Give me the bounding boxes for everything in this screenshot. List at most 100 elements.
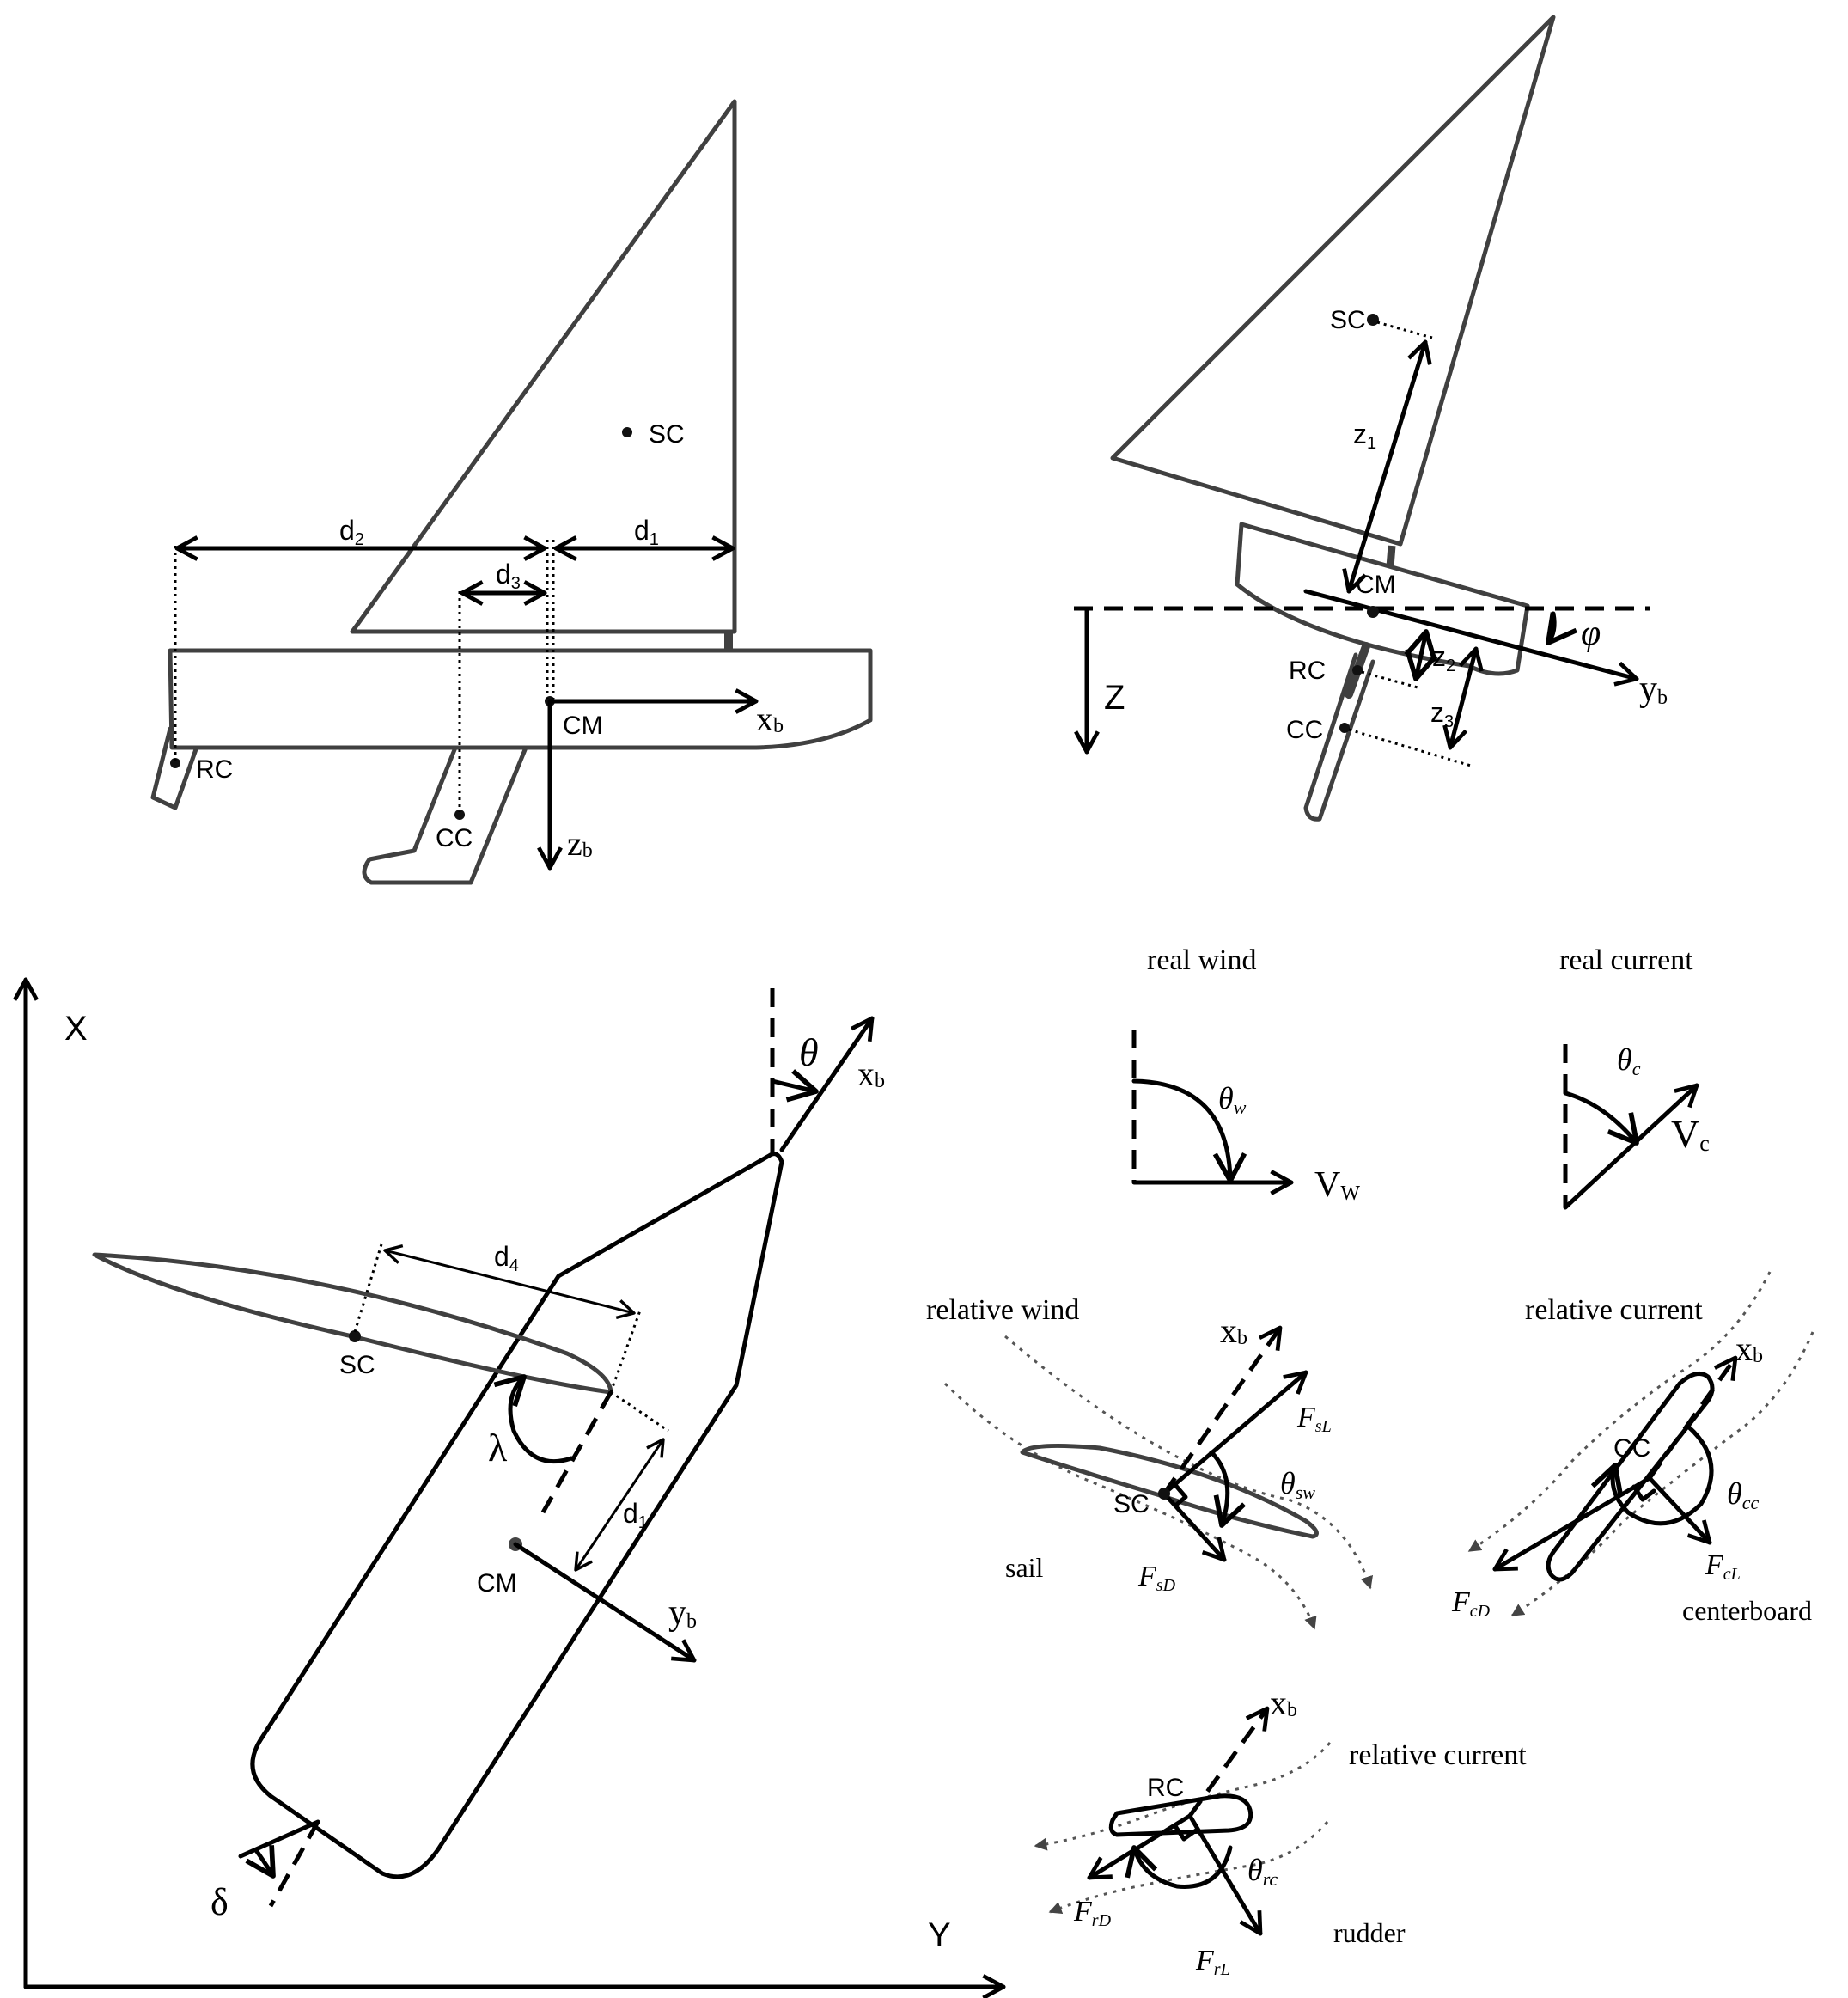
d1-label: d1 xyxy=(634,515,659,549)
rear-rc-guide xyxy=(1361,670,1418,689)
real-current-title: real current xyxy=(1559,944,1693,976)
rear-keel xyxy=(1303,652,1375,822)
rear-cm-point xyxy=(1367,606,1379,618)
frl-label: FrL xyxy=(1195,1945,1230,1979)
top-sail xyxy=(92,1252,613,1395)
phi-label: φ xyxy=(1581,614,1601,653)
top-sc-label: SC xyxy=(339,1351,375,1379)
z2-dimension xyxy=(1404,629,1438,681)
rudder-streamline-lower xyxy=(1048,1821,1329,1915)
rear-view: Z yb φ SC CM RC CC z1 z2 z3 xyxy=(1074,15,1668,822)
lambda-arc xyxy=(493,1374,574,1464)
cm-label: CM xyxy=(563,712,603,740)
cb-right-angle xyxy=(1631,1484,1656,1502)
rudder-forces-panel: relative current xb FrL FrD θrc RC rudde… xyxy=(1034,1683,1527,1979)
sail-right-angle xyxy=(1173,1482,1188,1508)
rear-hull xyxy=(1235,522,1530,676)
d4-guide-left xyxy=(353,1243,383,1333)
rudder-streamline-upper xyxy=(1034,1742,1332,1851)
rear-mast xyxy=(1386,545,1396,568)
cc-point xyxy=(454,810,465,820)
d4-guide-right xyxy=(609,1310,642,1393)
top-xb-label: xb xyxy=(857,1054,885,1093)
top-sc-point xyxy=(349,1330,361,1342)
current-angle-arc xyxy=(1563,1091,1639,1146)
centerboard-caption: centerboard xyxy=(1682,1595,1812,1626)
rc-point xyxy=(170,758,180,768)
sc-label: SC xyxy=(649,420,685,449)
sail-angle-arc xyxy=(1209,1450,1247,1528)
current-velocity-arrow xyxy=(1563,1083,1699,1210)
z3-dimension xyxy=(1442,646,1484,750)
side-hull xyxy=(168,648,873,750)
sail-sc-label: SC xyxy=(1113,1490,1150,1518)
rudder-xb-arrow xyxy=(1187,1706,1270,1818)
delta-label: δ xyxy=(210,1881,229,1923)
side-view: SC RC CC CM d2 d1 d3 xb zb xyxy=(150,99,873,885)
rear-rc-label: RC xyxy=(1289,657,1326,685)
yb-label: yb xyxy=(1639,669,1668,709)
rear-sc-guide xyxy=(1376,321,1433,339)
theta-cc-label: θcc xyxy=(1727,1476,1759,1513)
vw-label: VW xyxy=(1314,1165,1360,1205)
top-d1-label: d1 xyxy=(623,1498,648,1532)
rear-sc-point xyxy=(1367,314,1379,326)
cb-lift-arrow xyxy=(1647,1476,1712,1545)
side-sail xyxy=(350,99,737,634)
d3-label: d3 xyxy=(496,559,521,593)
top-cm-label: CM xyxy=(477,1569,517,1598)
rear-cc-guide xyxy=(1348,728,1472,767)
rudder-angle-arc xyxy=(1125,1845,1233,1889)
rear-sc-label: SC xyxy=(1330,306,1366,334)
rear-rc-point xyxy=(1352,665,1363,675)
rudder-shape xyxy=(1108,1793,1253,1837)
sail-sc-point xyxy=(1158,1488,1170,1500)
side-rudder xyxy=(150,726,198,810)
delta-arc xyxy=(245,1845,276,1879)
real-wind-title: real wind xyxy=(1147,944,1256,976)
z2-label: z2 xyxy=(1432,641,1455,675)
centerboard-title: relative current xyxy=(1525,1294,1703,1326)
real-current-panel: real current θc Vc xyxy=(1559,944,1710,1210)
rudder-line xyxy=(238,1819,320,1859)
cb-xb-label: xb xyxy=(1735,1329,1763,1368)
theta-sw-label: θsw xyxy=(1280,1466,1315,1503)
lambda-label: λ xyxy=(488,1426,508,1469)
z1-dimension xyxy=(1342,339,1432,594)
xb-label: xb xyxy=(756,700,784,738)
z3-label: z3 xyxy=(1430,697,1454,731)
current-streamline-lower xyxy=(1510,1331,1814,1617)
theta-c-label: θc xyxy=(1617,1042,1641,1079)
theta-arc xyxy=(770,1069,819,1103)
top-hull xyxy=(250,1152,784,1879)
top-yb-label: yb xyxy=(668,1593,697,1633)
fsl-label: FsL xyxy=(1296,1402,1332,1436)
y-axis-label: Y xyxy=(928,1916,951,1954)
d1-guide-top xyxy=(610,1390,669,1433)
sc-point xyxy=(622,427,632,437)
sail-drag-arrow xyxy=(1162,1491,1227,1562)
rear-cm-label: CM xyxy=(1356,571,1396,599)
xb-heading-arrow xyxy=(779,1016,875,1152)
d4-dimension xyxy=(383,1243,636,1320)
boom-extension xyxy=(540,1390,613,1514)
cc-label: CC xyxy=(436,824,473,852)
yb-axis-arrow xyxy=(1303,589,1639,687)
side-centerboard xyxy=(362,745,528,885)
top-view: X Y xb θ SC d4 λ CM yb d1 δ xyxy=(13,977,1006,1998)
rudder-rc-label: RC xyxy=(1147,1774,1184,1802)
wind-streamline-upper xyxy=(1004,1335,1374,1590)
relative-sail-shape xyxy=(1020,1443,1319,1539)
yb-arrow xyxy=(513,1542,697,1663)
rudder-xb-label: xb xyxy=(1270,1683,1297,1722)
cb-cc-label: CC xyxy=(1613,1434,1650,1463)
centerboard-forces-panel: relative current xb FcL FcD θcc CC cente… xyxy=(1451,1271,1814,1626)
zb-label: zb xyxy=(567,824,593,863)
rc-label: RC xyxy=(196,755,233,784)
vc-label: Vc xyxy=(1671,1112,1710,1156)
wind-angle-arc xyxy=(1131,1078,1247,1183)
sail-xb-arrow xyxy=(1162,1325,1283,1495)
sail-caption: sail xyxy=(1005,1552,1044,1583)
rear-sail xyxy=(1110,15,1556,547)
